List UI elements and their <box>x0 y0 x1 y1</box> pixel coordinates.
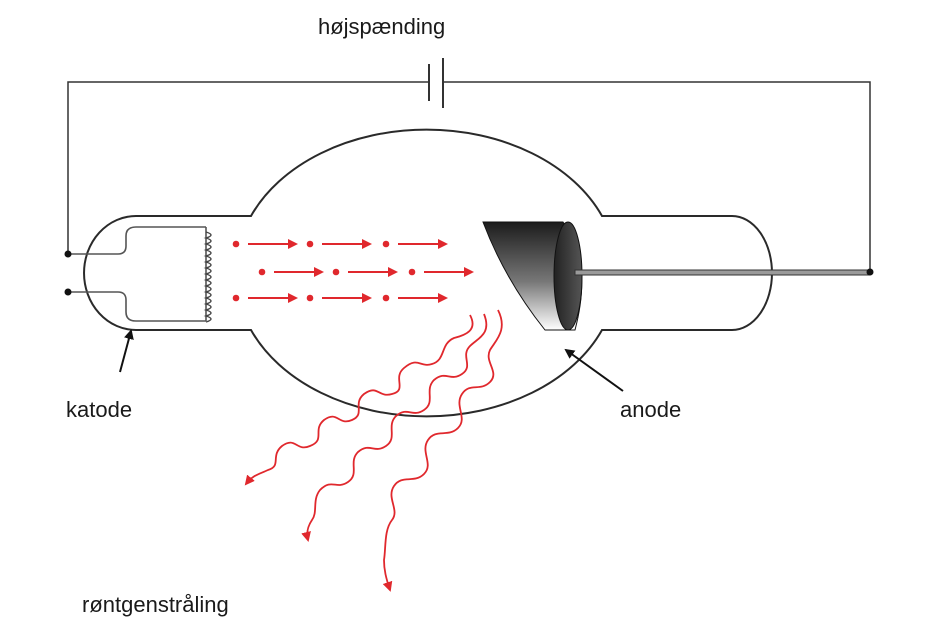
electron <box>306 294 314 302</box>
anode-terminal <box>866 268 874 276</box>
cathode-terminal-top <box>64 250 72 258</box>
electron <box>306 240 314 248</box>
xray-wave <box>382 309 503 592</box>
electron <box>232 294 240 302</box>
anode <box>482 221 871 331</box>
xray-waves <box>244 309 503 592</box>
electron <box>258 268 266 276</box>
cathode-pointer <box>119 329 134 373</box>
xray-label: røntgenstråling <box>82 592 229 617</box>
xray-wave <box>301 313 488 542</box>
electron <box>332 268 340 276</box>
cathode-label: katode <box>66 397 133 422</box>
electron <box>408 268 416 276</box>
anode-pointer <box>564 348 624 392</box>
electron <box>232 240 240 248</box>
cathode-terminal-bottom <box>64 288 72 296</box>
high-voltage-circuit <box>67 58 871 272</box>
cathode-filament <box>68 226 212 323</box>
xray-wave <box>244 314 474 486</box>
anode-label: anode <box>620 397 682 422</box>
electron-beam <box>232 239 474 303</box>
electron <box>382 240 390 248</box>
electron <box>382 294 390 302</box>
high-voltage-label: højspænding <box>318 14 446 39</box>
